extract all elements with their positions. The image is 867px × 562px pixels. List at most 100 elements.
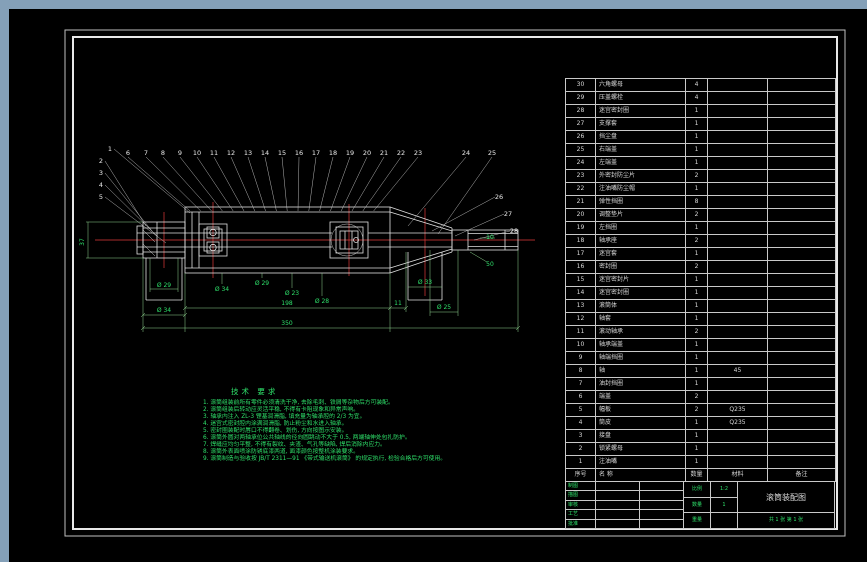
parts-cell-qty: 1 [686, 430, 708, 443]
parts-cell-no: 23 [566, 170, 596, 183]
parts-cell-qty: 1 [686, 183, 708, 196]
parts-cell-remark [768, 183, 836, 196]
parts-cell-remark [768, 222, 836, 235]
parts-cell-material [708, 105, 768, 118]
leader-line [264, 156, 277, 212]
part-callout: 7 [144, 149, 148, 157]
parts-cell-no: 7 [566, 378, 596, 391]
tech-requirement-line: 3. 轴承内注入 ZL-3 锂基润滑脂, 填充量为轴承腔的 2/3 为宜。 [203, 414, 366, 420]
parts-cell-no: 8 [566, 365, 596, 378]
parts-cell-no: 15 [566, 274, 596, 287]
parts-cell-name: 右端盖 [596, 144, 686, 157]
titleblock-sign-cell [596, 482, 640, 492]
window-frame-left [0, 0, 9, 562]
tech-requirement-line: 1. 滚筒组装前所有零件必须清洗干净, 去除毛刺、铁屑等杂物后方可装配。 [203, 400, 394, 406]
parts-cell-qty: 1 [686, 443, 708, 456]
tech-lines: 1. 滚筒组装前所有零件必须清洗干净, 去除毛刺、铁屑等杂物后方可装配。2. 滚… [203, 400, 519, 463]
titleblock-sign-cell [640, 510, 684, 520]
leader-line [308, 156, 317, 212]
parts-cell-no: 13 [566, 300, 596, 313]
parts-cell-name: 轴承座 [596, 235, 686, 248]
parts-cell-no: 1 [566, 456, 596, 469]
tech-requirement-line: 9. 滚筒制造与验收按 JB/T 2311—91 《带式输送机滚筒》 的规定执行… [203, 456, 447, 462]
parts-cell-no: 18 [566, 235, 596, 248]
leader-line [373, 156, 419, 212]
parts-cell-material [708, 287, 768, 300]
tech-requirement-line: 7. 焊缝应均匀平整, 不得有裂纹、夹渣、气孔等缺陷, 焊后消除内应力。 [203, 442, 386, 448]
parts-cell-remark [768, 417, 836, 430]
leader-line [162, 156, 212, 212]
parts-cell-material [708, 313, 768, 326]
parts-cell-remark [768, 131, 836, 144]
leader-line [437, 156, 493, 235]
leader-line [473, 230, 511, 241]
parts-cell-remark [768, 456, 836, 469]
dimension-text: Ø 34 [215, 286, 229, 293]
parts-cell-no: 21 [566, 196, 596, 209]
parts-cell-qty: 1 [686, 352, 708, 365]
window-frame-top [0, 0, 867, 9]
part-callout: 21 [380, 149, 388, 157]
parts-cell-material [708, 196, 768, 209]
part-callout: 27 [504, 210, 512, 218]
leader-line [407, 156, 467, 227]
parts-cell-no: 29 [566, 92, 596, 105]
dimension-text: Ø 34 [157, 307, 171, 314]
parts-cell-material [708, 222, 768, 235]
parts-cell-name: 筒皮 [596, 417, 686, 430]
part-callout: 28 [510, 227, 518, 235]
part-callout: 12 [227, 149, 235, 157]
sheet-note: 共 1 张 第 1 张 [738, 513, 835, 529]
parts-cell-qty: 4 [686, 79, 708, 92]
parts-cell-no: 25 [566, 144, 596, 157]
parts-cell-qty: 1 [686, 222, 708, 235]
parts-cell-material [708, 92, 768, 105]
parts-cell-remark [768, 404, 836, 417]
leader-line [230, 156, 256, 212]
parts-cell-qty: 1 [686, 417, 708, 430]
part-callout: 26 [495, 193, 503, 201]
dimension-text: 11 [394, 300, 402, 307]
leader-line [104, 196, 167, 244]
tech-requirement-line: 5. 密封圈装配时唇口不得翻卷、划伤, 方向按图示安装。 [203, 428, 348, 434]
parts-cell-name: 端盖 [596, 391, 686, 404]
part-callout: 20 [363, 149, 371, 157]
parts-cell-qty: 1 [686, 378, 708, 391]
part-callout: 8 [161, 149, 165, 157]
dimension-text: Ø 28 [315, 298, 329, 305]
parts-cell-material [708, 235, 768, 248]
parts-cell-remark [768, 274, 836, 287]
parts-cell-qty: 1 [686, 248, 708, 261]
parts-cell-material: Q235 [708, 404, 768, 417]
leader-line [330, 156, 351, 212]
parts-cell-name: 六角螺母 [596, 79, 686, 92]
parts-cell-no: 27 [566, 118, 596, 131]
dimension-text: Ø 29 [157, 282, 171, 289]
parts-cell-material [708, 79, 768, 92]
parts-cell-name: 左挡圈 [596, 222, 686, 235]
titleblock-sign-cell [640, 491, 684, 501]
part-callout: 11 [210, 149, 218, 157]
parts-cell-qty: 2 [686, 261, 708, 274]
titleblock-info-value: 1 [711, 497, 738, 514]
part-callout: 2 [99, 157, 103, 165]
parts-cell-name: 迷宫密封圈 [596, 105, 686, 118]
sheet-border [64, 29, 846, 537]
parts-cell-remark [768, 105, 836, 118]
